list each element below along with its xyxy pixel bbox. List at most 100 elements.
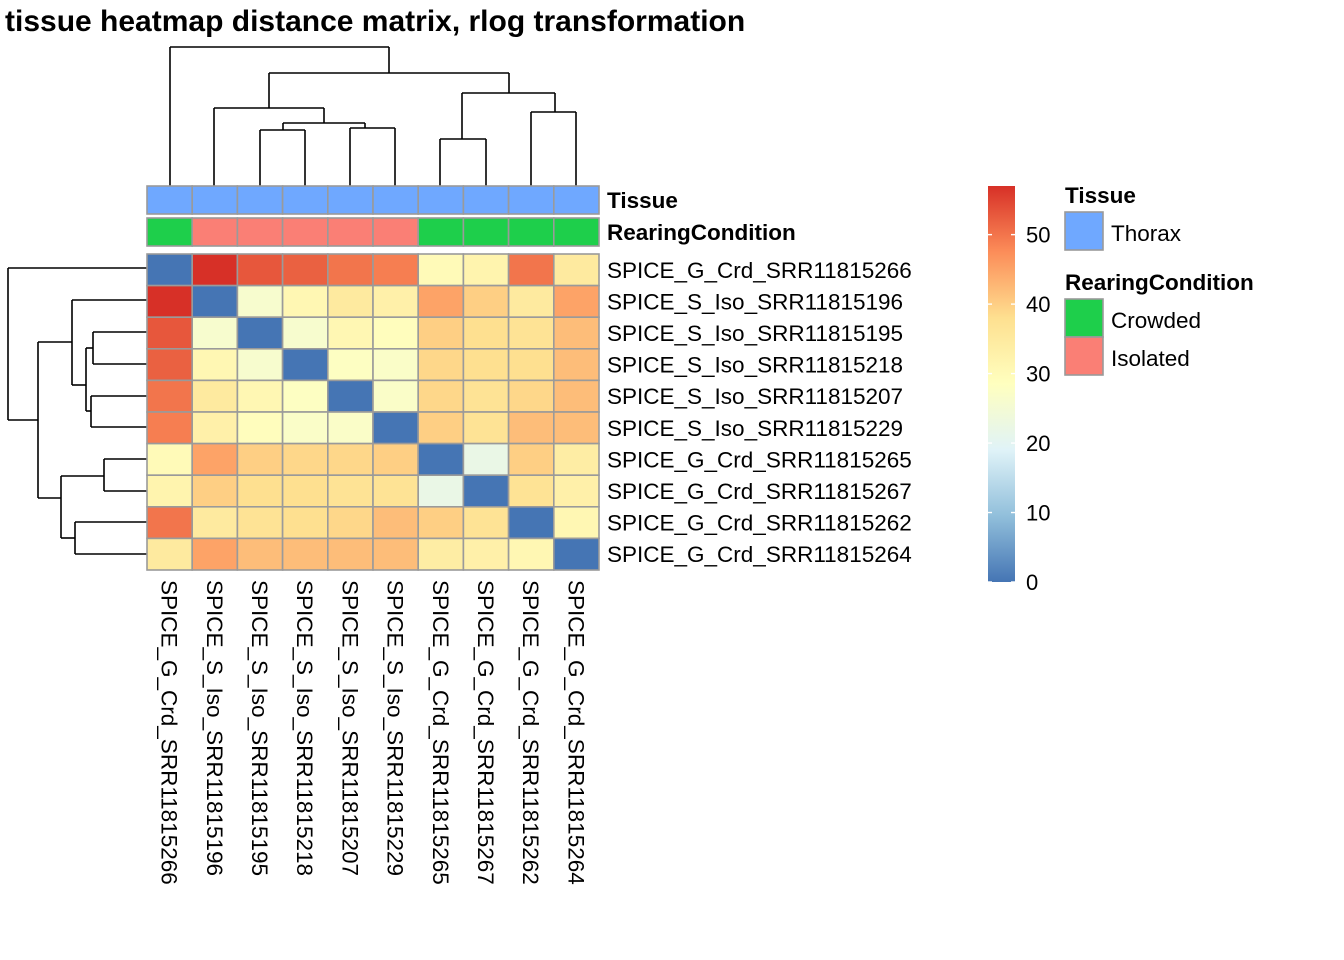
colorbar-tick-label: 50 [1026,223,1050,248]
colorbar-tick-label: 10 [1026,501,1050,526]
column-label: SPICE_S_Iso_SRR11815229 [383,580,408,876]
annotation-tissue-4 [326,185,374,215]
heatmap-cell-r2-c9 [552,316,600,350]
row-label: SPICE_G_Crd_SRR11815265 [607,447,912,472]
heatmap-cell-r7-c0 [146,474,194,508]
annotation-rearingcondition-1 [191,217,239,247]
annotation-tissue-0 [146,185,194,215]
row-label: SPICE_S_Iso_SRR11815229 [607,416,903,441]
heatmap-cell-r8-c5 [372,505,420,540]
heatmap-cell-r9-c6 [417,537,465,571]
heatmap-cell-r9-c9 [552,537,600,571]
heatmap-cell-r9-c7 [462,537,510,571]
heatmap-cell-r4-c5 [372,379,420,413]
heatmap-cell-r4-c2 [236,379,284,413]
annotation-tissue-2 [236,185,284,215]
heatmap-cell-r0-c3 [281,253,329,287]
heatmap-cell-r1-c5 [372,284,420,319]
heatmap-cell-r6-c3 [281,442,329,477]
heatmap-cell-r4-c0 [146,379,194,413]
annotation-rearingcondition-2 [236,217,284,247]
heatmap-cell-r6-c4 [326,442,374,477]
heatmap-cell-r8-c6 [417,505,465,540]
row-label: SPICE_S_Iso_SRR11815196 [607,289,903,314]
heatmap-cell-r3-c1 [191,347,239,382]
legend-title-rearingcondition: RearingCondition [1065,270,1254,295]
heatmap-cell-r8-c2 [236,505,284,540]
heatmap-cell-r7-c2 [236,474,284,508]
annotation-rearingcondition-5 [372,217,420,247]
heatmap-cell-r6-c6 [417,442,465,477]
heatmap-cell-r3-c2 [236,347,284,382]
heatmap-cell-r1-c7 [462,284,510,319]
heatmap-cell-r0-c2 [236,253,284,287]
column-label: SPICE_S_Iso_SRR11815195 [247,580,272,876]
heatmap-cell-r1-c0 [146,284,194,319]
colorbar-tick-label: 0 [1026,570,1038,595]
annotation-rearingcondition-9 [552,217,600,247]
chart-title: tissue heatmap distance matrix, rlog tra… [5,5,745,38]
heatmap-cell-r1-c6 [417,284,465,319]
legend-swatch-crowded [1064,298,1104,338]
colorbar-tick-label: 20 [1026,431,1050,456]
column-label: SPICE_S_Iso_SRR11815207 [337,580,362,876]
annotation-tissue-9 [552,185,600,215]
heatmap-cell-r2-c3 [281,316,329,350]
heatmap-cell-r1-c8 [507,284,555,319]
colorbar-tick-label: 30 [1026,362,1050,387]
annotation-rearingcondition-3 [281,217,329,247]
heatmap-cell-r2-c5 [372,316,420,350]
heatmap-cell-r9-c3 [281,537,329,571]
heatmap-cell-r9-c0 [146,537,194,571]
annotation-tissue-7 [462,185,510,215]
heatmap-cell-r0-c1 [191,253,239,287]
heatmap-cell-r4-c9 [552,379,600,413]
heatmap-cell-r6-c1 [191,442,239,477]
legend-swatch-isolated [1064,336,1104,376]
heatmap-cell-r2-c6 [417,316,465,350]
heatmap-cell-r0-c8 [507,253,555,287]
heatmap-cell-r5-c6 [417,411,465,445]
heatmap-cell-r3-c6 [417,347,465,382]
heatmap-cell-r0-c5 [372,253,420,287]
annotation-rearingcondition-4 [326,217,374,247]
heatmap-cell-r6-c0 [146,442,194,477]
annotation-label-rearingcondition: RearingCondition [607,220,796,245]
heatmap-cell-r7-c3 [281,474,329,508]
heatmap-cell-r8-c9 [552,505,600,540]
heatmap-cell-r9-c5 [372,537,420,571]
column-dendrogram [169,46,577,186]
heatmap-cell-r1-c2 [236,284,284,319]
heatmap-cell-r2-c7 [462,316,510,350]
column-label: SPICE_S_Iso_SRR11815196 [202,580,227,876]
column-label: SPICE_G_Crd_SRR11815267 [473,580,498,885]
heatmap-cell-r1-c4 [326,284,374,319]
heatmap-cell-r9-c8 [507,537,555,571]
heatmap-cell-r7-c4 [326,474,374,508]
annotation-rearingcondition-6 [417,217,465,247]
heatmap-cell-r6-c9 [552,442,600,477]
heatmap-cell-r5-c3 [281,411,329,445]
row-dendrogram [7,267,147,555]
annotation-tissue-3 [281,185,329,215]
heatmap-cell-r2-c2 [236,316,284,350]
row-label: SPICE_G_Crd_SRR11815262 [607,511,912,536]
heatmap-cell-r5-c2 [236,411,284,445]
heatmap-cell-r5-c1 [191,411,239,445]
heatmap-cell-r4-c3 [281,379,329,413]
column-label: SPICE_G_Crd_SRR11815265 [428,580,453,885]
heatmap-cell-r8-c0 [146,505,194,540]
legend-title-tissue: Tissue [1065,183,1136,208]
heatmap-cell-r2-c8 [507,316,555,350]
heatmap-cell-r8-c1 [191,505,239,540]
colorbar [988,186,1015,582]
column-label: SPICE_G_Crd_SRR11815262 [518,580,543,885]
heatmap-cell-r5-c9 [552,411,600,445]
heatmap-cell-r5-c7 [462,411,510,445]
heatmap-cell-r3-c8 [507,347,555,382]
heatmap-cell-r7-c6 [417,474,465,508]
row-label: SPICE_S_Iso_SRR11815207 [607,384,903,409]
heatmap-cell-r3-c4 [326,347,374,382]
heatmap-cell-r5-c0 [146,411,194,445]
